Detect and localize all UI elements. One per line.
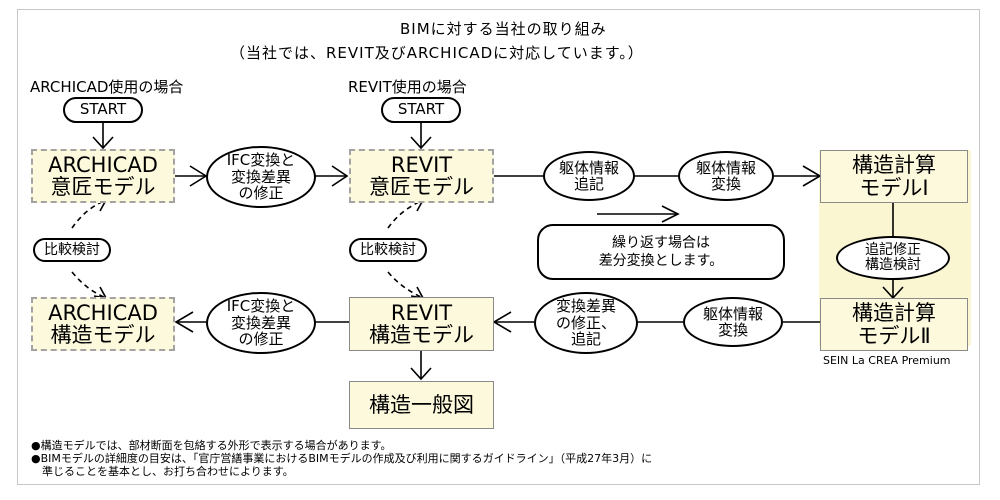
ifc-convert-top: IFC変換と 変換差異 の修正	[206, 146, 316, 208]
ifc-top-line1: IFC変換と	[226, 151, 296, 170]
append-check: 追記修正 構造検討	[836, 236, 950, 280]
section-label-archicad: ARCHICAD使用の場合	[30, 78, 184, 96]
start-archicad-label: START	[79, 100, 127, 119]
compare-left-label: 比較検討	[44, 241, 100, 258]
frame-convert-top-line1: 躯体情報	[695, 158, 756, 177]
ifc-bottom-line2: 変換差異	[230, 313, 291, 332]
page-subtitle: （当社では、REVIT及びARCHICADに対応しています。）	[230, 44, 644, 62]
start-revit-node: START	[381, 97, 461, 123]
revit-struct-line1: REVIT	[390, 300, 453, 325]
diff-fix-line3: 追記	[570, 330, 601, 349]
archicad-struct-line2: 構造モデル	[50, 323, 156, 347]
diff-fix-append: 変換差異 の修正、 追記	[534, 292, 638, 354]
repeat-note-line2: 差分変換とします。	[598, 253, 724, 269]
diff-fix-line1: 変換差異	[555, 297, 616, 316]
software-label: SEIN La CREA Premium	[823, 354, 951, 367]
calc-model-1-line1: 構造計算	[852, 153, 936, 178]
ifc-convert-bottom: IFC変換と 変換差異 の修正	[206, 292, 316, 354]
calc-model-2-line2: モデルⅡ	[857, 323, 931, 348]
footnote-2: ●BIMモデルの詳細度の目安は、「官庁営繕事業におけるBIMモデルの作成及び利用…	[31, 452, 653, 465]
frame-convert-bottom-line1: 躯体情報	[702, 304, 763, 323]
repeat-note-line1: 繰り返す場合は	[612, 234, 710, 251]
revit-struct-model: REVIT 構造モデル	[349, 297, 494, 351]
compare-right: 比較検討	[349, 238, 427, 262]
append-check-line2: 構造検討	[865, 257, 921, 273]
compare-left: 比較検討	[33, 238, 111, 262]
calc-model-2-line1: 構造計算	[852, 301, 936, 326]
frame-append-line1: 躯体情報	[558, 158, 619, 177]
revit-struct-line2: 構造モデル	[369, 323, 474, 347]
start-revit-label: START	[397, 100, 445, 119]
archicad-struct-line1: ARCHICAD	[48, 300, 158, 325]
diagram-frame	[17, 9, 980, 485]
ifc-bottom-line1: IFC変換と	[226, 297, 296, 316]
general-drawing-label: 構造一般図	[369, 392, 474, 417]
archicad-design-model: ARCHICAD 意匠モデル	[31, 149, 175, 203]
section-label-revit: REVIT使用の場合	[348, 78, 467, 96]
ifc-top-line3: の修正	[238, 184, 284, 203]
frame-convert-bottom-line2: 変換	[717, 321, 748, 339]
revit-design-line2: 意匠モデル	[369, 175, 474, 199]
frame-convert-top-line2: 変換	[710, 175, 741, 193]
frame-append-line2: 追記	[573, 175, 604, 193]
archicad-design-line2: 意匠モデル	[50, 175, 156, 199]
footnote-3: 準じることを基本とし、お打ち合わせによります。	[31, 465, 294, 478]
structural-general-drawing: 構造一般図	[349, 381, 494, 429]
page-title: BIMに対する当社の取り組み	[400, 20, 607, 38]
revit-design-model: REVIT 意匠モデル	[349, 149, 494, 203]
calc-model-2: 構造計算 モデルⅡ	[820, 298, 968, 351]
frame-info-convert-top: 躯体情報 変換	[678, 151, 774, 201]
archicad-design-line1: ARCHICAD	[48, 152, 158, 177]
footnote-1: ●構造モデルでは、部材断面を包絡する外形で表示する場合があります。	[31, 439, 392, 452]
calc-model-1-line2: モデルⅠ	[859, 175, 929, 200]
revit-design-line1: REVIT	[390, 152, 453, 177]
append-check-line1: 追記修正	[865, 241, 921, 258]
calc-model-1: 構造計算 モデルⅠ	[820, 150, 968, 203]
frame-info-append: 躯体情報 追記	[543, 151, 635, 201]
compare-right-label: 比較検討	[360, 241, 416, 258]
ifc-top-line2: 変換差異	[230, 167, 291, 186]
start-archicad-node: START	[63, 97, 143, 123]
ifc-bottom-line3: の修正	[238, 330, 284, 349]
archicad-struct-model: ARCHICAD 構造モデル	[31, 297, 175, 351]
repeat-note: 繰り返す場合は 差分変換とします。	[537, 224, 785, 280]
diff-fix-line2: の修正、	[555, 313, 616, 332]
frame-info-convert-bottom: 躯体情報 変換	[683, 297, 783, 347]
